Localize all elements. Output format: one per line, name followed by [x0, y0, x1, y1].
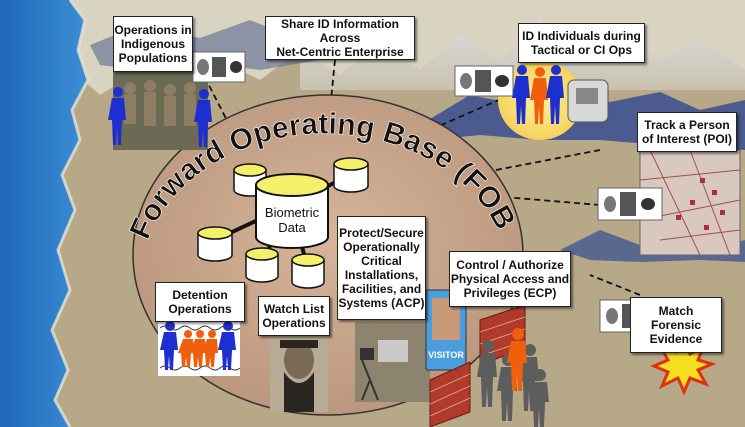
connector-forensic	[589, 274, 641, 296]
callout-line: ID Individuals during	[522, 29, 641, 43]
callout-line: Net-Centric Enterprise	[276, 45, 404, 59]
connector-tactical	[429, 94, 511, 131]
biometric-database	[255, 173, 329, 249]
guard-figures	[160, 321, 236, 370]
callout-line: Operationally	[343, 240, 420, 254]
callout-indigenous-populations: Operations in Indigenous Populations	[113, 16, 193, 72]
callout-line: Protect/Secure	[339, 226, 424, 240]
fingerprint-icon	[197, 59, 209, 75]
iris-icon	[641, 198, 655, 210]
callout-line: Forensic	[650, 318, 701, 332]
callout-line: Detention	[172, 288, 228, 302]
callout-line: Installations,	[344, 268, 419, 282]
face-photo-icon	[620, 192, 636, 216]
callout-line: Operations	[168, 302, 232, 316]
callout-track-poi: Track a Person of Interest (POI)	[637, 112, 737, 152]
biometric-data-label: Biometric Data	[256, 205, 328, 235]
callout-line: Share ID Information Across	[280, 17, 399, 45]
biometric-label-line: Biometric	[264, 205, 320, 220]
civilian-figures	[477, 340, 549, 427]
scanner-screen-icon	[576, 88, 598, 104]
callout-line: Systems (ACP)	[338, 296, 425, 310]
callout-line: Operations in	[114, 23, 192, 37]
fingerprint-icon	[604, 196, 616, 212]
callout-line: Privileges (ECP)	[463, 286, 557, 300]
map-roads	[639, 149, 741, 256]
face-photo-icon	[212, 57, 226, 77]
soldier-icons-left	[108, 87, 212, 147]
callout-line: Evidence	[649, 332, 703, 346]
callout-control-access: Control / Authorize Physical Access and …	[449, 251, 571, 307]
database-small	[291, 253, 325, 289]
callout-line: Tactical or CI Ops	[530, 43, 633, 57]
watchlist-hair	[280, 340, 318, 348]
callout-line: Indigenous	[121, 37, 185, 51]
detainee-figures	[178, 330, 218, 367]
callout-line: Facilities, and	[341, 282, 422, 296]
map-markers	[676, 178, 725, 230]
database-small	[333, 157, 369, 193]
fingerprint-icon	[460, 73, 472, 89]
acp-monitor	[378, 340, 408, 362]
watchlist-face	[284, 341, 314, 379]
crowd-figures	[124, 80, 196, 126]
watchlist-beard	[284, 372, 314, 412]
badge-text: VISITOR	[428, 350, 464, 360]
callout-line: Control / Authorize	[456, 258, 564, 272]
callout-line: Match	[658, 304, 694, 318]
biometric-label-line: Data	[278, 220, 306, 235]
database-small	[245, 247, 279, 283]
iris-icon	[495, 75, 509, 87]
callout-match-forensic-evidence: Match Forensic Evidence	[630, 297, 722, 353]
callout-line: Watch List	[263, 302, 325, 316]
face-photo-icon	[475, 70, 491, 92]
callout-detention-operations: Detention Operations	[155, 282, 245, 322]
callout-line: Critical	[361, 254, 402, 268]
callout-line: of Interest (POI)	[641, 132, 732, 146]
callout-watch-list-operations: Watch List Operations	[258, 296, 330, 336]
water	[0, 0, 88, 427]
callout-tactical-ops: ID Individuals during Tactical or CI Ops	[518, 23, 645, 63]
callout-protect-secure: Protect/Secure Operationally Critical In…	[337, 216, 426, 320]
callout-line: Track a Person	[644, 118, 730, 132]
camera-tripod-icon	[361, 359, 379, 401]
callout-line: Physical Access and	[450, 272, 570, 286]
fingerprint-icon	[606, 308, 618, 324]
tactical-figures	[512, 65, 564, 124]
camera-icon	[360, 348, 374, 360]
shoreline	[50, 0, 90, 427]
callout-share-id-information: Share ID Information Across Net-Centric …	[265, 16, 415, 60]
iris-icon	[230, 61, 242, 73]
callout-line: Operations	[262, 316, 326, 330]
person-of-interest-figure	[507, 328, 527, 391]
callout-line: Populations	[118, 51, 188, 65]
database-small	[197, 226, 233, 262]
